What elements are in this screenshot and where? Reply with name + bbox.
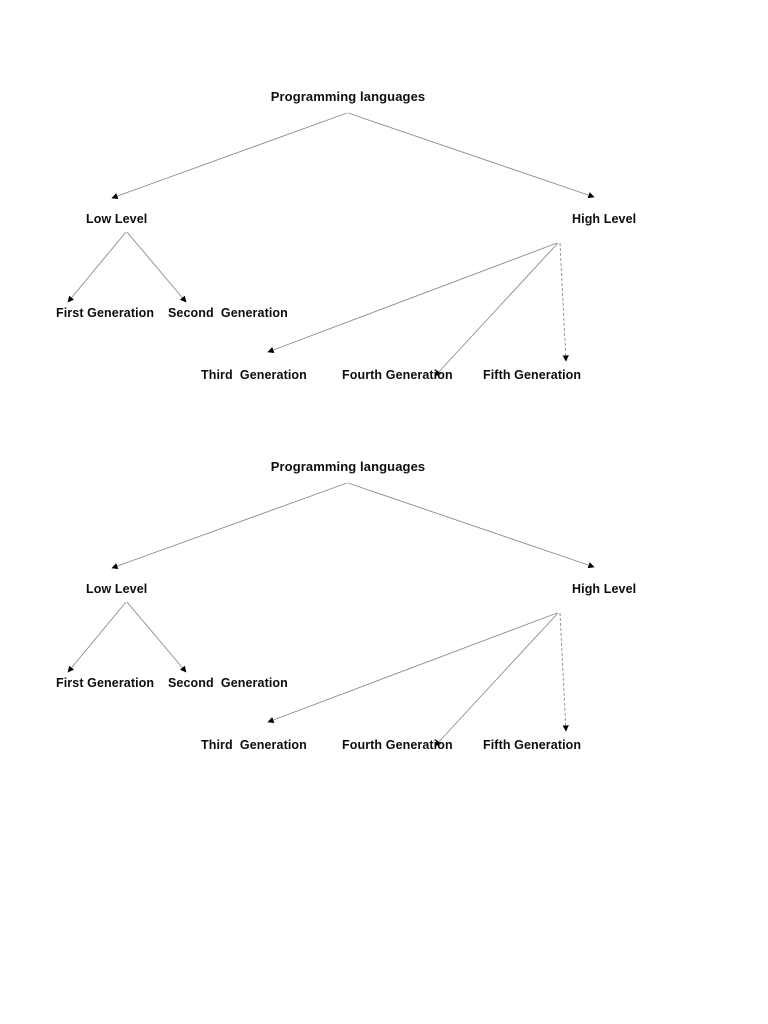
- node-third-generation: Third Generation: [201, 738, 307, 752]
- edge-root-to-high-level: [347, 482, 595, 569]
- node-fourth-generation: Fourth Generation: [342, 368, 453, 382]
- edge-high-level-to-third-generation: [267, 612, 558, 723]
- node-low-level: Low Level: [86, 212, 148, 226]
- hierarchy-diagram-1: Programming languages Low Level High Lev…: [0, 70, 768, 400]
- node-high-level: High Level: [572, 212, 637, 226]
- edge-high-level-to-fifth-generation: [559, 242, 569, 362]
- edge-root-to-high-level: [347, 112, 595, 199]
- node-root: Programming languages: [270, 89, 426, 104]
- node-first-generation: First Generation: [56, 676, 155, 690]
- diagram-2-edges: [67, 482, 595, 747]
- node-fifth-generation: Fifth Generation: [483, 738, 582, 752]
- node-third-generation: Third Generation: [201, 368, 307, 382]
- edge-high-level-to-fourth-generation: [434, 612, 559, 747]
- hierarchy-diagram-2: Programming languages Low Level High Lev…: [0, 440, 768, 770]
- edge-high-level-to-third-generation: [267, 242, 558, 353]
- diagram-1-edges: [67, 112, 595, 377]
- edge-low-level-to-first-generation: [67, 601, 127, 673]
- edge-low-level-to-second-generation: [126, 231, 187, 303]
- edge-low-level-to-first-generation: [67, 231, 127, 303]
- edge-high-level-to-fourth-generation: [434, 242, 559, 377]
- node-second-generation: Second Generation: [168, 676, 288, 690]
- node-high-level: High Level: [572, 582, 637, 596]
- node-fifth-generation: Fifth Generation: [483, 368, 582, 382]
- edge-low-level-to-second-generation: [126, 601, 187, 673]
- node-low-level: Low Level: [86, 582, 148, 596]
- node-root: Programming languages: [270, 459, 426, 474]
- node-second-generation: Second Generation: [168, 306, 288, 320]
- node-fourth-generation: Fourth Generation: [342, 738, 453, 752]
- node-first-generation: First Generation: [56, 306, 155, 320]
- edge-high-level-to-fifth-generation: [559, 612, 569, 732]
- edge-root-to-low-level: [111, 482, 348, 570]
- edge-root-to-low-level: [111, 112, 348, 200]
